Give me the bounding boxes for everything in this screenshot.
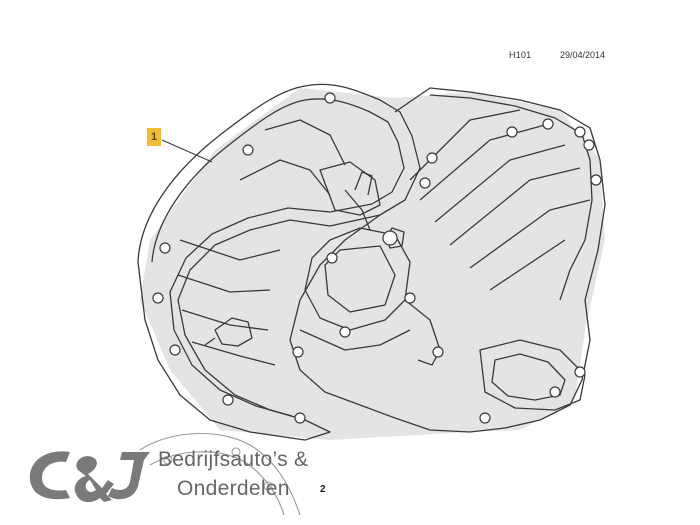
- output-flange: [479, 339, 586, 411]
- drawing-date: 29/04/2014: [560, 50, 606, 60]
- bolts: [152, 92, 602, 424]
- bell-housing-inner: [151, 98, 405, 417]
- part-callout-2: 2: [320, 484, 326, 495]
- brand-logo: [29, 451, 150, 503]
- bell-housing-outline: [137, 83, 421, 441]
- secondary-part: [139, 432, 301, 516]
- drawing-code: H101: [509, 50, 532, 60]
- part-callout-1: 1: [147, 128, 161, 146]
- watermark-line-2: Onderdelen: [177, 477, 290, 500]
- shift-tower: [304, 227, 411, 331]
- housing-shading: [140, 88, 605, 440]
- gear-case-outline: [289, 87, 606, 433]
- watermark-line-1: Bedrijfsauto’s &: [158, 448, 309, 471]
- speed-sensor: [214, 317, 253, 347]
- mount-bracket: [319, 161, 381, 216]
- breather: [354, 171, 373, 196]
- callout-leader: [161, 139, 213, 163]
